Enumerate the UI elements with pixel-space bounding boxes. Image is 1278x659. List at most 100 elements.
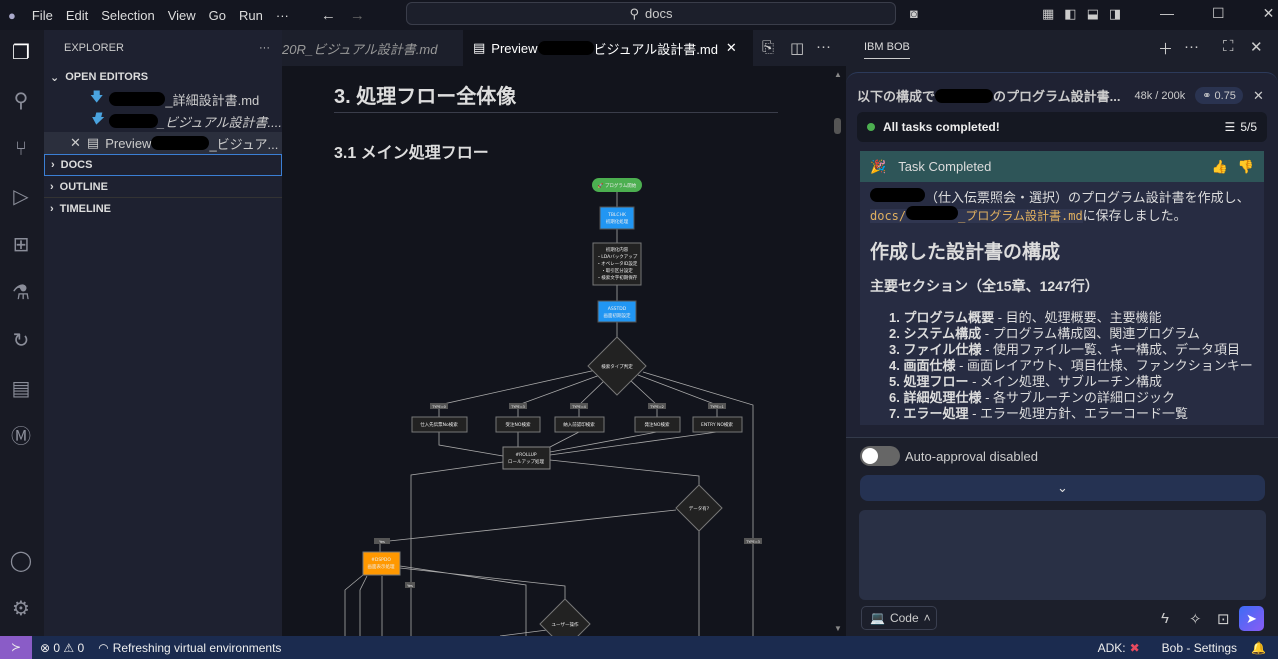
forward-arrow-icon[interactable]: → xyxy=(349,6,365,24)
scroll-down-icon[interactable]: ▼ xyxy=(834,624,842,633)
bob-icon[interactable]: Ⓜ xyxy=(11,426,31,448)
more-actions-icon[interactable]: ··· xyxy=(259,42,270,54)
mode-label: Code xyxy=(889,611,919,625)
close-icon[interactable]: ✕ xyxy=(725,40,737,55)
edge-label: TYPE=0 xyxy=(431,405,446,409)
toggle-secondary-sidebar-icon[interactable]: ◨ xyxy=(1108,6,1122,21)
add-image-icon[interactable]: ⊡ xyxy=(1217,611,1230,628)
chat-input[interactable] xyxy=(859,510,1266,600)
menu-selection[interactable]: Selection xyxy=(101,7,155,23)
open-editor-item[interactable]: 🡇 _ビジュアル設計書.... xyxy=(44,110,282,132)
menu-more[interactable]: ··· xyxy=(275,7,289,23)
testing-icon[interactable]: ⚗ xyxy=(12,282,30,304)
todo-status-bar[interactable]: All tasks completed! ☰5/5 xyxy=(857,112,1267,142)
close-icon[interactable]: ✕ xyxy=(70,135,81,150)
menu-file[interactable]: File xyxy=(31,7,53,23)
status-task[interactable]: Refreshing virtual environments xyxy=(112,640,282,655)
explorer-title: EXPLORER xyxy=(64,42,124,54)
sync-icon[interactable]: ↻ xyxy=(12,330,30,352)
timeline-section[interactable]: ›TIMELINE xyxy=(44,198,282,220)
file-name: Preview xyxy=(105,135,152,151)
close-window-button[interactable]: ✕ xyxy=(1262,5,1275,21)
section-list-item: 5. 処理フロー - メイン処理、サブルーチン構成 xyxy=(889,374,1254,390)
markdown-file-icon: 🡇 xyxy=(90,111,104,126)
start-node xyxy=(592,178,642,192)
command-search-input[interactable]: ⚲docs xyxy=(406,2,896,25)
send-icon: ➤ xyxy=(1246,611,1257,626)
status-text: All tasks completed! xyxy=(883,120,1000,134)
extensions-icon[interactable]: ⊞ xyxy=(12,234,30,256)
close-task-icon[interactable]: ✕ xyxy=(1252,87,1264,103)
lightning-icon[interactable]: ϟ xyxy=(1161,610,1169,627)
message-text: に保存しました。 xyxy=(1082,208,1187,223)
explorer-icon[interactable]: ❐ xyxy=(12,42,30,64)
preview-icon: ▤ xyxy=(473,40,486,55)
node-label: 受注NO検索 xyxy=(506,421,531,428)
search-icon[interactable]: ⚲ xyxy=(13,90,29,112)
node-label: #ROLLUP xyxy=(515,452,537,458)
fullscreen-icon[interactable]: ⛶ xyxy=(1223,38,1234,55)
menu-view[interactable]: View xyxy=(167,7,196,23)
adk-label[interactable]: ADK: xyxy=(1097,640,1126,655)
new-task-icon[interactable]: ＋ xyxy=(1158,41,1174,58)
outline-section[interactable]: ›OUTLINE xyxy=(44,176,282,198)
maximize-button[interactable]: ☐ xyxy=(1212,5,1225,21)
open-source-icon[interactable]: ⎘ xyxy=(762,39,775,56)
more-icon[interactable]: ··· xyxy=(1184,38,1199,55)
source-control-icon[interactable]: ⑂ xyxy=(15,138,27,160)
edge-label: TYPE=2 xyxy=(649,405,664,409)
expand-chevron-button[interactable]: ⌄ xyxy=(860,475,1265,501)
file-name: _ビジュアル設計書.... xyxy=(157,114,282,130)
result-message: （仕入伝票照会・選択）のプログラム設計書を作成し、 docs/_プログラム設計書… xyxy=(870,188,1254,225)
cost-value: 0.75 xyxy=(1214,90,1236,102)
bob-settings[interactable]: Bob - Settings xyxy=(1161,640,1238,655)
sparkle-icon[interactable]: ✧ xyxy=(1189,611,1202,628)
menu-edit[interactable]: Edit xyxy=(65,7,89,23)
copilot-icon[interactable]: ◙ xyxy=(910,6,918,21)
open-editor-item-active[interactable]: ✕▤Preview_ビジュア... xyxy=(44,132,282,154)
send-button[interactable]: ➤ xyxy=(1239,606,1264,631)
item-desc: - エラー処理方針、エラーコード一覧 xyxy=(972,406,1189,421)
settings-gear-icon[interactable]: ⚙ xyxy=(12,598,30,620)
close-panel-icon[interactable]: ✕ xyxy=(1250,39,1263,56)
open-editor-item[interactable]: 🡇_詳細設計書.md xyxy=(44,88,282,110)
toggle-panel-icon[interactable]: ⬓ xyxy=(1086,6,1099,21)
laptop-icon: 💻 xyxy=(870,611,885,625)
bob-panel: IBM BOB ＋ ··· ⛶ ✕ 以下の構成でのプログラム設計書... 48k… xyxy=(846,30,1278,636)
toggle-sidebar-icon[interactable]: ◧ xyxy=(1064,6,1077,21)
auto-approval-toggle[interactable] xyxy=(860,446,900,466)
thumbs-up-icon[interactable]: 👍 xyxy=(1211,158,1228,174)
file-path-code[interactable]: docs/_プログラム設計書.md xyxy=(870,206,1083,223)
error-count: 0 xyxy=(53,640,61,655)
minimize-button[interactable]: — xyxy=(1160,5,1174,21)
node-label: ・LDAバックアップ xyxy=(597,254,638,260)
redacted xyxy=(935,88,994,103)
data-decision-node xyxy=(675,484,723,532)
tab-ibm-bob[interactable]: IBM BOB xyxy=(864,41,910,59)
thumbs-down-icon[interactable]: 👎 xyxy=(1237,158,1254,174)
open-editors-section[interactable]: ⌄OPEN EDITORS xyxy=(44,66,282,88)
notification-bell-icon[interactable]: 🔔 xyxy=(1251,640,1266,655)
account-icon[interactable]: ◯ xyxy=(9,550,33,572)
remote-icon[interactable]: ≻ xyxy=(0,636,32,659)
auto-approval-label: Auto-approval disabled xyxy=(905,449,1038,464)
split-editor-icon[interactable]: ◫ xyxy=(790,40,805,57)
problems-indicator[interactable]: ⊗ 0 ⚠ 0 xyxy=(40,640,85,655)
customize-layout-icon[interactable]: ▦ xyxy=(1042,6,1055,21)
more-actions-icon[interactable]: ··· xyxy=(816,38,831,55)
scroll-up-icon[interactable]: ▲ xyxy=(834,70,842,79)
scrollbar-thumb[interactable] xyxy=(834,118,841,134)
back-arrow-icon[interactable]: ← xyxy=(320,6,336,24)
menu-run[interactable]: Run xyxy=(239,7,263,23)
section-heading: 3. 処理フロー全体像 xyxy=(334,86,517,108)
mode-selector[interactable]: 💻Code˄ xyxy=(861,606,937,630)
docs-section[interactable]: ›DOCS xyxy=(44,154,282,176)
checklist-icon: ☰ xyxy=(1224,120,1236,134)
server-icon[interactable]: ▤ xyxy=(11,378,31,400)
menu-go[interactable]: Go xyxy=(208,7,226,23)
tab-visual-design-md[interactable]: 20R_ビジュアル設計書.md xyxy=(282,30,463,66)
path-part: docs/ xyxy=(870,209,907,223)
node-label: TBLCHK xyxy=(607,212,627,218)
run-debug-icon[interactable]: ▷ xyxy=(13,186,29,208)
